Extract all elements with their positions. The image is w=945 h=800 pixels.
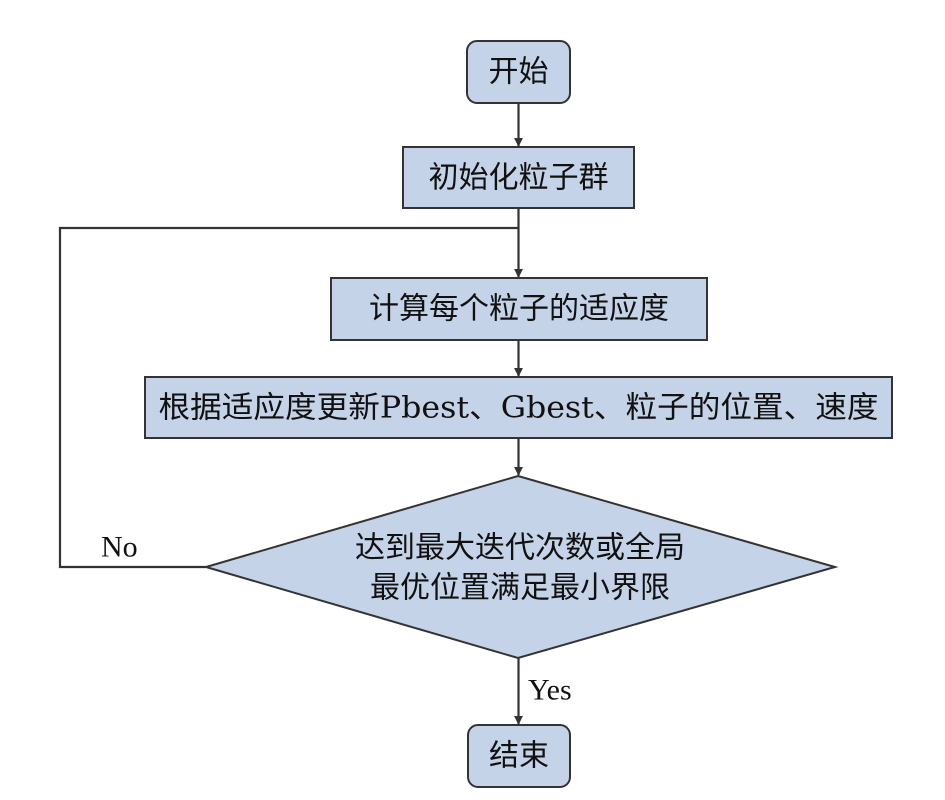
end-node-label: 结束 [489, 739, 549, 774]
edge-decision-no-loop [58, 226, 519, 569]
edge-yes-label: Yes [528, 674, 572, 707]
init-node-box [402, 146, 635, 209]
end-node-box [467, 724, 571, 788]
start-node: 开始 [466, 40, 571, 104]
fitness-node: 计算每个粒子的适应度 [330, 277, 708, 341]
init-node-label: 初始化粒子群 [429, 161, 609, 196]
init-node: 初始化粒子群 [402, 146, 635, 209]
decision-node-label-line-2: 最优位置满足最小界限 [370, 571, 670, 606]
start-node-label: 开始 [489, 55, 549, 90]
decision-node-diamond [202, 474, 839, 660]
end-node: 结束 [467, 724, 571, 788]
update-node: 根据适应度更新Pbest、Gbest、粒子的位置、速度 [144, 376, 893, 439]
decision-node: 达到最大迭代次数或全局 最优位置满足最小界限 [202, 474, 839, 660]
decision-node-label-line-1: 达到最大迭代次数或全局 [355, 531, 685, 566]
update-node-label: 根据适应度更新Pbest、Gbest、粒子的位置、速度 [159, 391, 879, 426]
fitness-node-label: 计算每个粒子的适应度 [369, 292, 669, 327]
edge-no-label: No [101, 531, 138, 564]
update-node-box [144, 376, 893, 439]
